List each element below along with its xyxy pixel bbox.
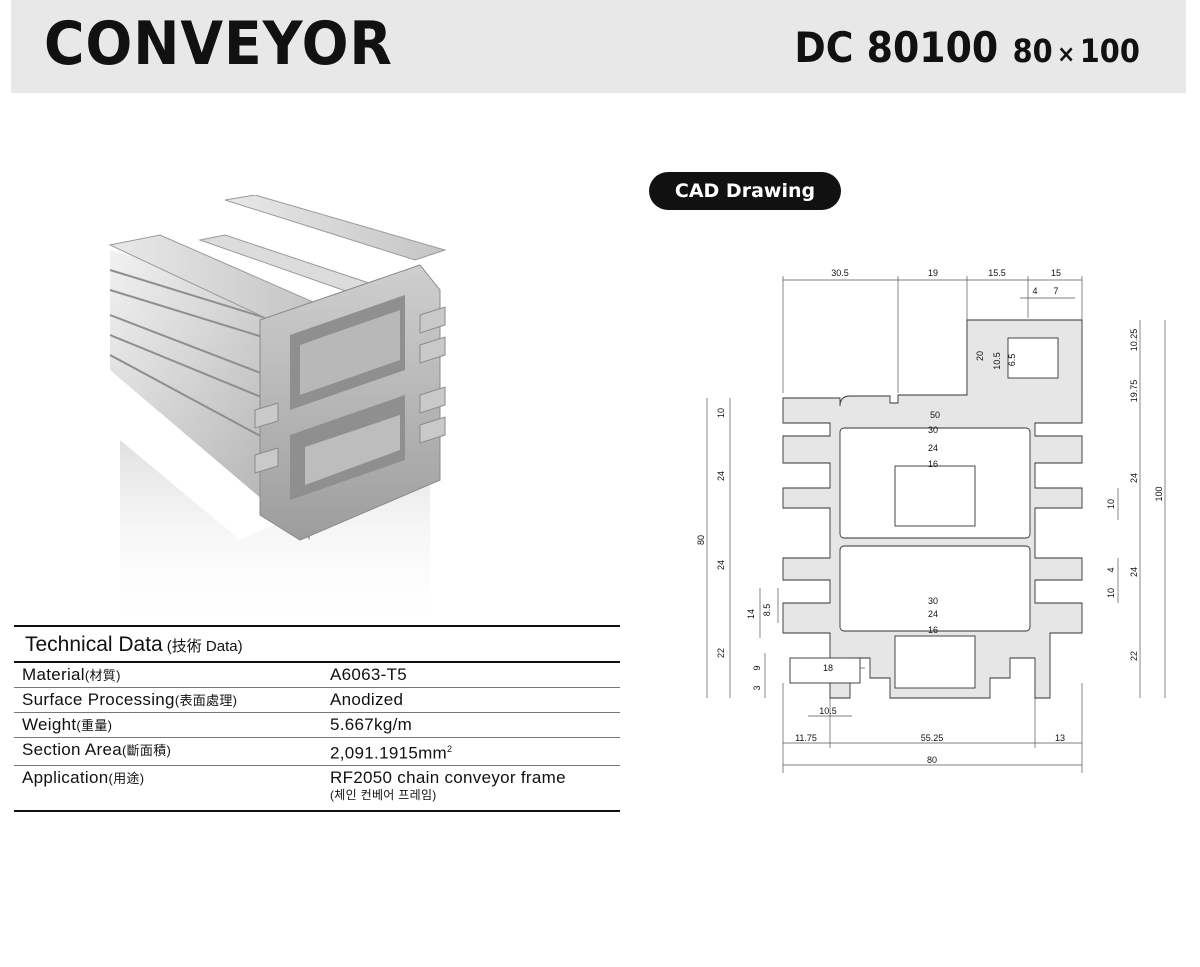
spec-label: Material(材質) <box>14 663 320 688</box>
spec-label: Section Area(斷面積) <box>14 737 320 766</box>
dim-label: 4 <box>1032 286 1037 296</box>
heading-note: (技術 Data) <box>166 638 243 655</box>
dim-label: 24 <box>1129 567 1139 577</box>
dim-label: 11.75 <box>795 733 817 743</box>
table-row: Weight(重量) 5.667kg/m <box>14 712 620 738</box>
header-bar <box>11 0 1186 93</box>
spec-value: Anodized <box>320 687 620 713</box>
model-dimensions: 80×100 <box>1013 32 1140 70</box>
dim-label: 24 <box>928 609 938 619</box>
dim-label: 30 <box>928 425 938 435</box>
dim-label: 50 <box>930 410 940 420</box>
spec-label: Application(用途) <box>14 765 320 812</box>
spec-value: RF2050 chain conveyor frame(체인 컨베어 프레임) <box>320 765 620 812</box>
dim-label: 10.5 <box>819 706 837 716</box>
dim-label: 20 <box>975 351 985 361</box>
table-row: Application(用途) RF2050 chain conveyor fr… <box>14 765 620 812</box>
spec-value: A6063-T5 <box>320 663 620 688</box>
dim-label: 10 <box>716 408 726 418</box>
model-number: DC 80100 80×100 <box>795 20 1140 82</box>
dim-label: 22 <box>1129 651 1139 661</box>
dim-label: 9 <box>752 665 762 670</box>
dim-label: 10.25 <box>1129 329 1139 352</box>
dim-label: 15 <box>1051 268 1061 278</box>
dim-label: 24 <box>1129 473 1139 483</box>
dim-label: 55.25 <box>921 733 944 743</box>
table-row: Section Area(斷面積) 2,091.1915mm2 <box>14 737 620 766</box>
spec-value: 2,091.1915mm2 <box>320 737 620 766</box>
dim-label: 10 <box>1106 499 1116 509</box>
dim-height: 100 <box>1079 32 1140 70</box>
spec-table: Material(材質) A6063-T5 Surface Processing… <box>14 663 620 812</box>
dim-label: 19 <box>928 268 938 278</box>
dim-label: 30 <box>928 596 938 606</box>
dim-label: 24 <box>928 443 938 453</box>
dim-label: 3 <box>752 685 762 690</box>
dim-label: 22 <box>716 648 726 658</box>
technical-data: Technical Data(技術 Data) Material(材質) A60… <box>14 625 620 812</box>
dim-label: 8.5 <box>762 604 772 617</box>
dim-label: 18 <box>823 663 833 673</box>
dim-label: 10 <box>1106 588 1116 598</box>
dim-label: 80 <box>927 755 937 765</box>
dim-label: 24 <box>716 560 726 570</box>
model-code: DC 80100 <box>794 23 999 72</box>
spec-label: Weight(重量) <box>14 712 320 738</box>
page-title: CONVEYOR <box>44 9 393 79</box>
cad-drawing-badge: CAD Drawing <box>649 172 841 210</box>
dim-label: 24 <box>716 471 726 481</box>
technical-data-heading: Technical Data(技術 Data) <box>14 627 620 661</box>
dim-times: × <box>1057 40 1076 68</box>
dim-label: 10.5 <box>992 352 1002 370</box>
dim-width: 80 <box>1012 32 1053 70</box>
table-row: Material(材質) A6063-T5 <box>14 663 620 688</box>
divider <box>14 661 620 663</box>
dim-label: 19.75 <box>1129 380 1139 403</box>
dim-label: 16 <box>928 459 938 469</box>
heading-text: Technical Data <box>25 633 163 656</box>
dim-label: 100 <box>1154 486 1164 501</box>
dim-label: 7 <box>1053 286 1058 296</box>
spec-label: Surface Processing(表面處理) <box>14 687 320 713</box>
spec-value: 5.667kg/m <box>320 712 620 738</box>
divider <box>14 625 620 627</box>
dim-label: 6.5 <box>1007 354 1017 367</box>
table-row: Surface Processing(表面處理) Anodized <box>14 687 620 713</box>
dim-label: 4 <box>1106 567 1116 572</box>
dim-label: 14 <box>746 609 756 619</box>
dim-label: 16 <box>928 625 938 635</box>
dim-label: 80 <box>696 535 706 545</box>
cad-drawing: 30.5 19 15.5 15 4 7 50 30 24 16 30 24 16… <box>696 268 1166 773</box>
profile-photo <box>108 195 447 635</box>
dim-label: 15.5 <box>988 268 1006 278</box>
dim-label: 13 <box>1055 733 1065 743</box>
dim-label: 30.5 <box>831 268 849 278</box>
